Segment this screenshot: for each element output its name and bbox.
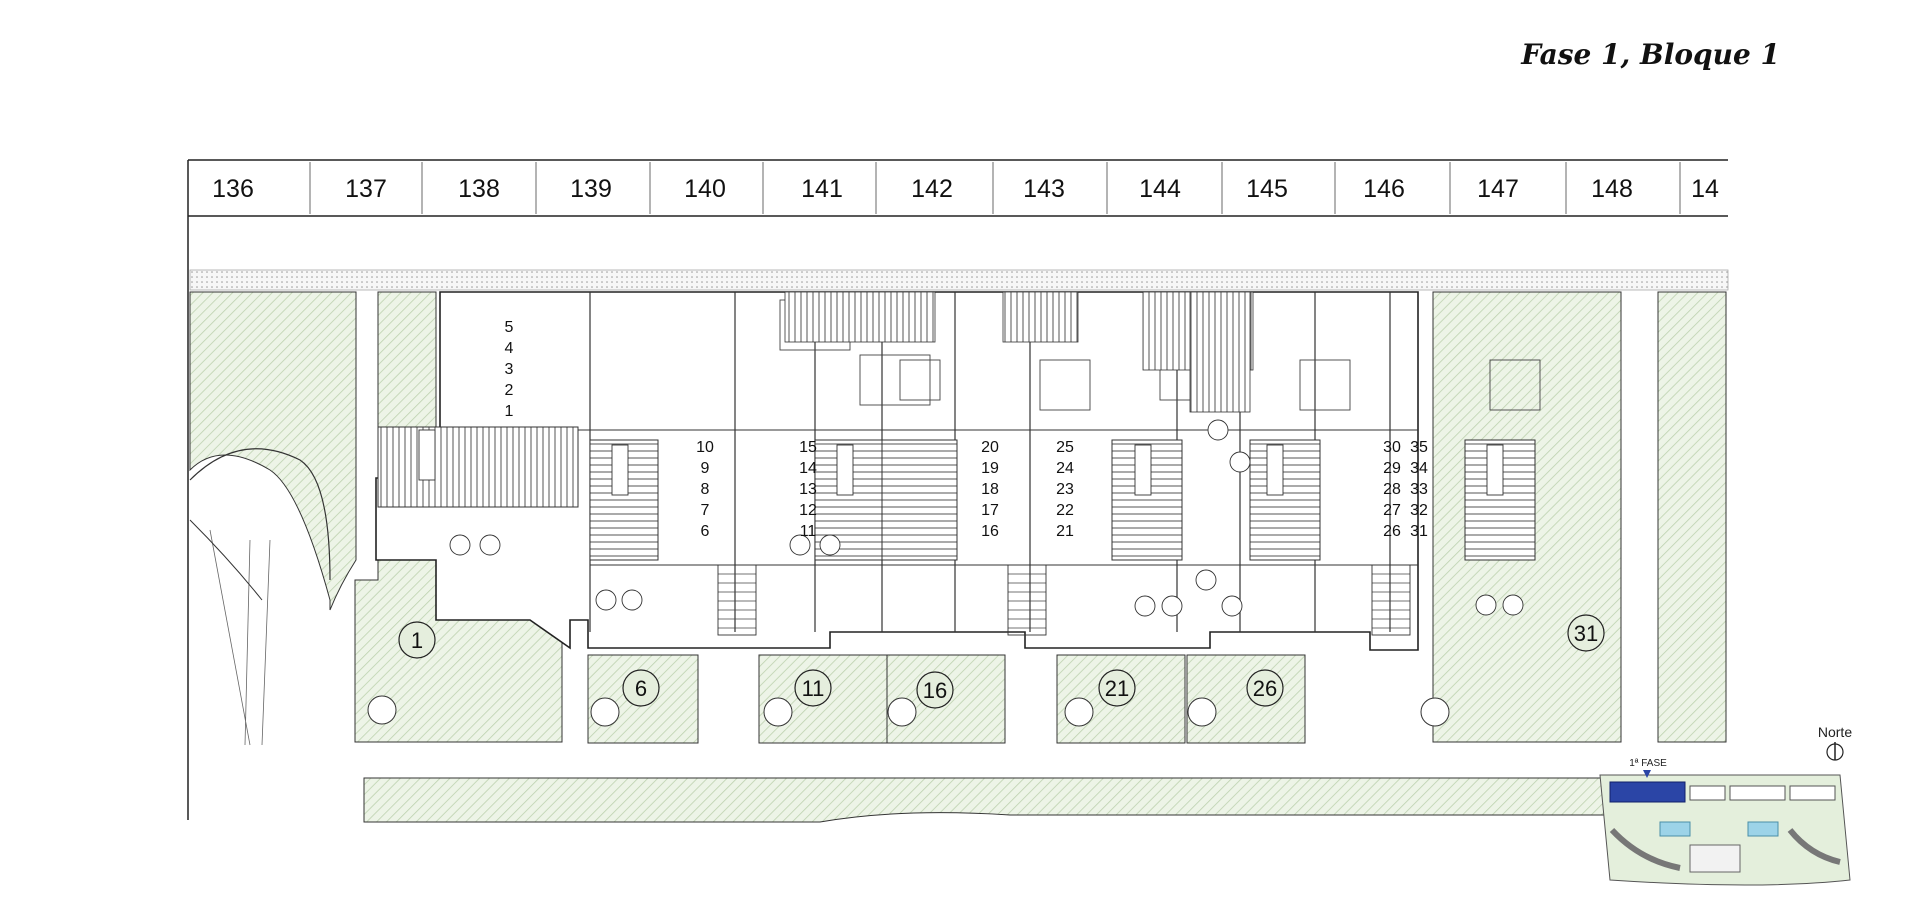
building-block <box>367 291 1541 727</box>
unit-number: 16 <box>923 678 947 703</box>
stair-number: 13 <box>799 481 817 498</box>
stair-number: 11 <box>800 523 817 540</box>
unit-number: 21 <box>1105 676 1129 701</box>
stair-number: 1 <box>505 403 514 420</box>
parking-number: 144 <box>1139 175 1181 203</box>
stair-number: 6 <box>701 523 710 540</box>
unit-marker-circle <box>398 621 436 659</box>
parking-number: 136 <box>212 175 254 203</box>
plan-title: Fase 1, Bloque 1 <box>1521 38 1780 71</box>
stair-number: 22 <box>1056 502 1074 519</box>
parking-number: 142 <box>911 175 953 203</box>
unit-marker-circle <box>916 671 954 709</box>
stair-number: 10 <box>696 439 714 456</box>
parking-number: 140 <box>684 175 726 203</box>
stair-number: 7 <box>701 502 710 519</box>
stair-number: 31 <box>1410 523 1428 540</box>
stair-number: 20 <box>981 439 999 456</box>
unit-number: 6 <box>635 676 647 701</box>
parking-number: 146 <box>1363 175 1405 203</box>
stair-number: 16 <box>981 523 999 540</box>
stair-number: 30 <box>1383 439 1401 456</box>
stair-number: 27 <box>1383 502 1401 519</box>
stair-number: 5 <box>505 319 514 336</box>
stair-number: 8 <box>701 481 710 498</box>
stair-number: 17 <box>981 502 999 519</box>
stair-number: 9 <box>701 460 710 477</box>
stair-number: 24 <box>1056 460 1074 477</box>
parking-number: 138 <box>458 175 500 203</box>
stair-number: 21 <box>1056 523 1074 540</box>
roundabout-lawn <box>189 291 357 746</box>
parking-number: 148 <box>1591 175 1633 203</box>
unit-marker-circle <box>1246 669 1284 707</box>
inset-phase-label: 1ª FASE <box>1629 758 1667 769</box>
north-label: Norte <box>1818 724 1852 740</box>
stair-number: 23 <box>1056 481 1074 498</box>
stair-number: 32 <box>1410 502 1428 519</box>
parking-number: 141 <box>801 175 843 203</box>
site-inset-map: 1ª FASE <box>1599 758 1851 886</box>
unit-number: 11 <box>802 676 825 701</box>
sidewalk-band <box>189 269 1729 291</box>
parking-number: 14 <box>1691 175 1719 203</box>
stair-number: 26 <box>1383 523 1401 540</box>
parking-number: 147 <box>1477 175 1519 203</box>
stair-number: 19 <box>981 460 999 477</box>
stair-number: 3 <box>505 361 514 378</box>
stair-number: 14 <box>799 460 817 477</box>
parking-number: 137 <box>345 175 387 203</box>
unit-marker-circle <box>1567 614 1605 652</box>
garden-areas <box>354 291 1727 823</box>
stair-number: 29 <box>1383 460 1401 477</box>
stair-number: 12 <box>799 502 817 519</box>
unit-number: 31 <box>1574 621 1598 646</box>
stair-number: 4 <box>505 340 514 357</box>
stair-number: 2 <box>505 382 514 399</box>
unit-number: 1 <box>411 628 423 653</box>
stair-number: 35 <box>1410 439 1428 456</box>
unit-marker-circle <box>1098 669 1136 707</box>
north-arrow: Norte <box>1818 724 1852 761</box>
parking-number: 139 <box>570 175 612 203</box>
stair-number-groups: 5432110987615141312112019181716252423222… <box>505 319 1428 540</box>
stair-number: 33 <box>1410 481 1428 498</box>
unit-marker-circle <box>622 669 660 707</box>
stair-number: 25 <box>1056 439 1074 456</box>
stair-number: 34 <box>1410 460 1428 477</box>
parking-number: 145 <box>1246 175 1288 203</box>
stair-number: 28 <box>1383 481 1401 498</box>
parking-number: 143 <box>1023 175 1065 203</box>
stair-number: 15 <box>799 439 817 456</box>
unit-number: 26 <box>1253 676 1277 701</box>
unit-marker-circle <box>794 669 832 707</box>
stair-number: 18 <box>981 481 999 498</box>
